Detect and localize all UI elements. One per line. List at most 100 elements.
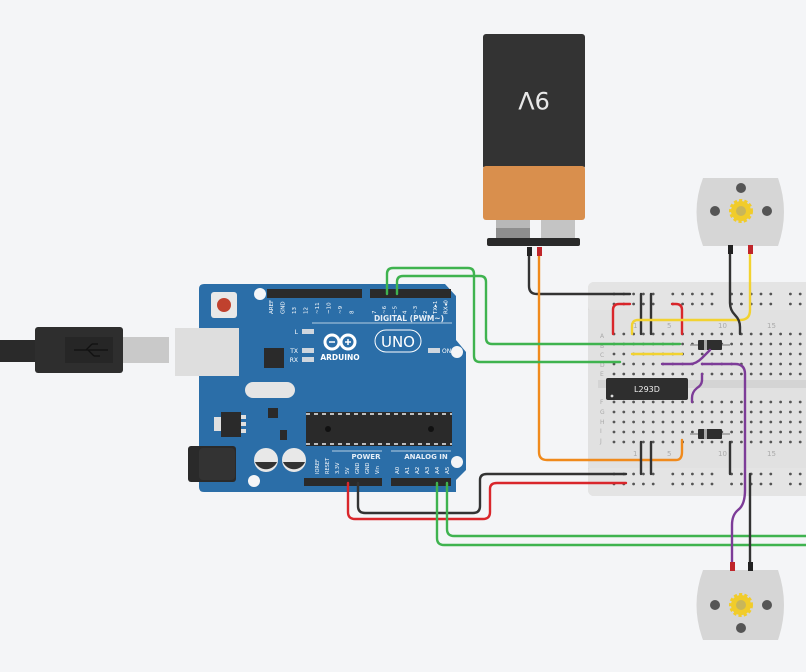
- rail-hole[interactable]: [789, 472, 792, 476]
- breadboard-hole[interactable]: [749, 332, 753, 336]
- l293d-chip[interactable]: L293D: [606, 378, 688, 400]
- breadboard-hole[interactable]: [789, 372, 792, 376]
- breadboard-hole[interactable]: [681, 420, 684, 424]
- rail-hole[interactable]: [798, 472, 802, 476]
- breadboard-hole[interactable]: [759, 362, 763, 366]
- breadboard-hole[interactable]: [700, 352, 704, 356]
- breadboard-hole[interactable]: [798, 410, 802, 414]
- breadboard-hole[interactable]: [671, 332, 675, 336]
- breadboard-hole[interactable]: [642, 332, 645, 336]
- breadboard-hole[interactable]: [651, 430, 655, 434]
- breadboard-hole[interactable]: [730, 400, 733, 404]
- breadboard-hole[interactable]: [749, 372, 753, 376]
- rail-hole[interactable]: [681, 302, 684, 306]
- breadboard-hole[interactable]: [730, 430, 733, 434]
- breadboard-hole[interactable]: [798, 430, 802, 434]
- breadboard-hole[interactable]: [622, 430, 626, 434]
- breadboard-hole[interactable]: [671, 420, 675, 424]
- breadboard-hole[interactable]: [779, 342, 782, 346]
- rail-hole[interactable]: [769, 302, 773, 306]
- breadboard-hole[interactable]: [632, 362, 635, 366]
- breadboard-hole[interactable]: [798, 420, 802, 424]
- breadboard-hole[interactable]: [661, 440, 665, 444]
- breadboard-hole[interactable]: [779, 440, 782, 444]
- breadboard-hole[interactable]: [798, 352, 802, 356]
- wire-a5[interactable]: [445, 481, 806, 538]
- breadboard-hole[interactable]: [671, 400, 675, 404]
- breadboard-hole[interactable]: [798, 440, 802, 444]
- breadboard-hole[interactable]: [769, 440, 773, 444]
- motor-bottom[interactable]: [696, 570, 785, 640]
- breadboard-hole[interactable]: [651, 400, 655, 404]
- breadboard-hole[interactable]: [730, 420, 733, 424]
- rail-hole[interactable]: [798, 302, 802, 306]
- breadboard-hole[interactable]: [730, 332, 733, 336]
- breadboard-hole[interactable]: [730, 410, 733, 414]
- rail-hole[interactable]: [700, 482, 704, 486]
- wire-purple-2[interactable]: [700, 362, 747, 565]
- rail-hole[interactable]: [651, 472, 655, 476]
- rail-hole[interactable]: [642, 472, 645, 476]
- battery-9v[interactable]: 9V: [483, 34, 585, 246]
- rail-hole[interactable]: [740, 472, 743, 476]
- breadboard-hole[interactable]: [671, 372, 675, 376]
- breadboard-hole[interactable]: [798, 372, 802, 376]
- breadboard-hole[interactable]: [612, 440, 616, 444]
- wire-pin5[interactable]: [395, 274, 682, 346]
- breadboard-hole[interactable]: [710, 440, 714, 444]
- breadboard-hole[interactable]: [769, 410, 773, 414]
- breadboard-hole[interactable]: [779, 430, 782, 434]
- breadboard-hole[interactable]: [612, 410, 616, 414]
- breadboard-hole[interactable]: [691, 372, 694, 376]
- breadboard-hole[interactable]: [740, 372, 743, 376]
- rail-hole[interactable]: [691, 302, 694, 306]
- breadboard-hole[interactable]: [651, 440, 655, 444]
- breadboard-hole[interactable]: [759, 332, 763, 336]
- breadboard-hole[interactable]: [642, 372, 645, 376]
- wire-gnd[interactable]: [356, 472, 628, 515]
- breadboard-hole[interactable]: [622, 420, 626, 424]
- rail-hole[interactable]: [671, 482, 675, 486]
- rail-hole[interactable]: [691, 472, 694, 476]
- wire-yellow-top[interactable]: [630, 250, 752, 336]
- breadboard-hole[interactable]: [759, 430, 763, 434]
- breadboard-hole[interactable]: [612, 372, 616, 376]
- breadboard-hole[interactable]: [691, 352, 694, 356]
- breadboard-hole[interactable]: [691, 420, 694, 424]
- rail-hole[interactable]: [651, 302, 655, 306]
- reset-button[interactable]: [211, 292, 237, 318]
- breadboard-hole[interactable]: [769, 372, 773, 376]
- breadboard-hole[interactable]: [700, 400, 704, 404]
- breadboard-hole[interactable]: [789, 332, 792, 336]
- rail-hole[interactable]: [700, 472, 704, 476]
- breadboard-hole[interactable]: [740, 430, 743, 434]
- rail-hole[interactable]: [710, 292, 714, 296]
- breadboard-hole[interactable]: [612, 400, 616, 404]
- breadboard-hole[interactable]: [671, 440, 675, 444]
- rail-hole[interactable]: [691, 482, 694, 486]
- breadboard-hole[interactable]: [740, 342, 743, 346]
- rail-hole[interactable]: [769, 482, 773, 486]
- rail-hole[interactable]: [710, 482, 714, 486]
- breadboard-hole[interactable]: [661, 400, 665, 404]
- breadboard-hole[interactable]: [710, 352, 714, 356]
- breadboard-hole[interactable]: [789, 342, 792, 346]
- breadboard-hole[interactable]: [661, 420, 665, 424]
- rail-hole[interactable]: [632, 472, 635, 476]
- breadboard-hole[interactable]: [661, 430, 665, 434]
- breadboard-hole[interactable]: [749, 342, 753, 346]
- breadboard-hole[interactable]: [700, 410, 704, 414]
- breadboard-hole[interactable]: [749, 420, 753, 424]
- breadboard-hole[interactable]: [798, 332, 802, 336]
- breadboard-hole[interactable]: [671, 410, 675, 414]
- rail-hole[interactable]: [651, 292, 655, 296]
- breadboard-hole[interactable]: [671, 430, 675, 434]
- rail-hole[interactable]: [759, 482, 763, 486]
- breadboard-hole[interactable]: [759, 352, 763, 356]
- wire-a4[interactable]: [435, 481, 806, 547]
- breadboard-hole[interactable]: [651, 420, 655, 424]
- breadboard-hole[interactable]: [622, 362, 626, 366]
- breadboard-hole[interactable]: [789, 430, 792, 434]
- breadboard-hole[interactable]: [749, 362, 753, 366]
